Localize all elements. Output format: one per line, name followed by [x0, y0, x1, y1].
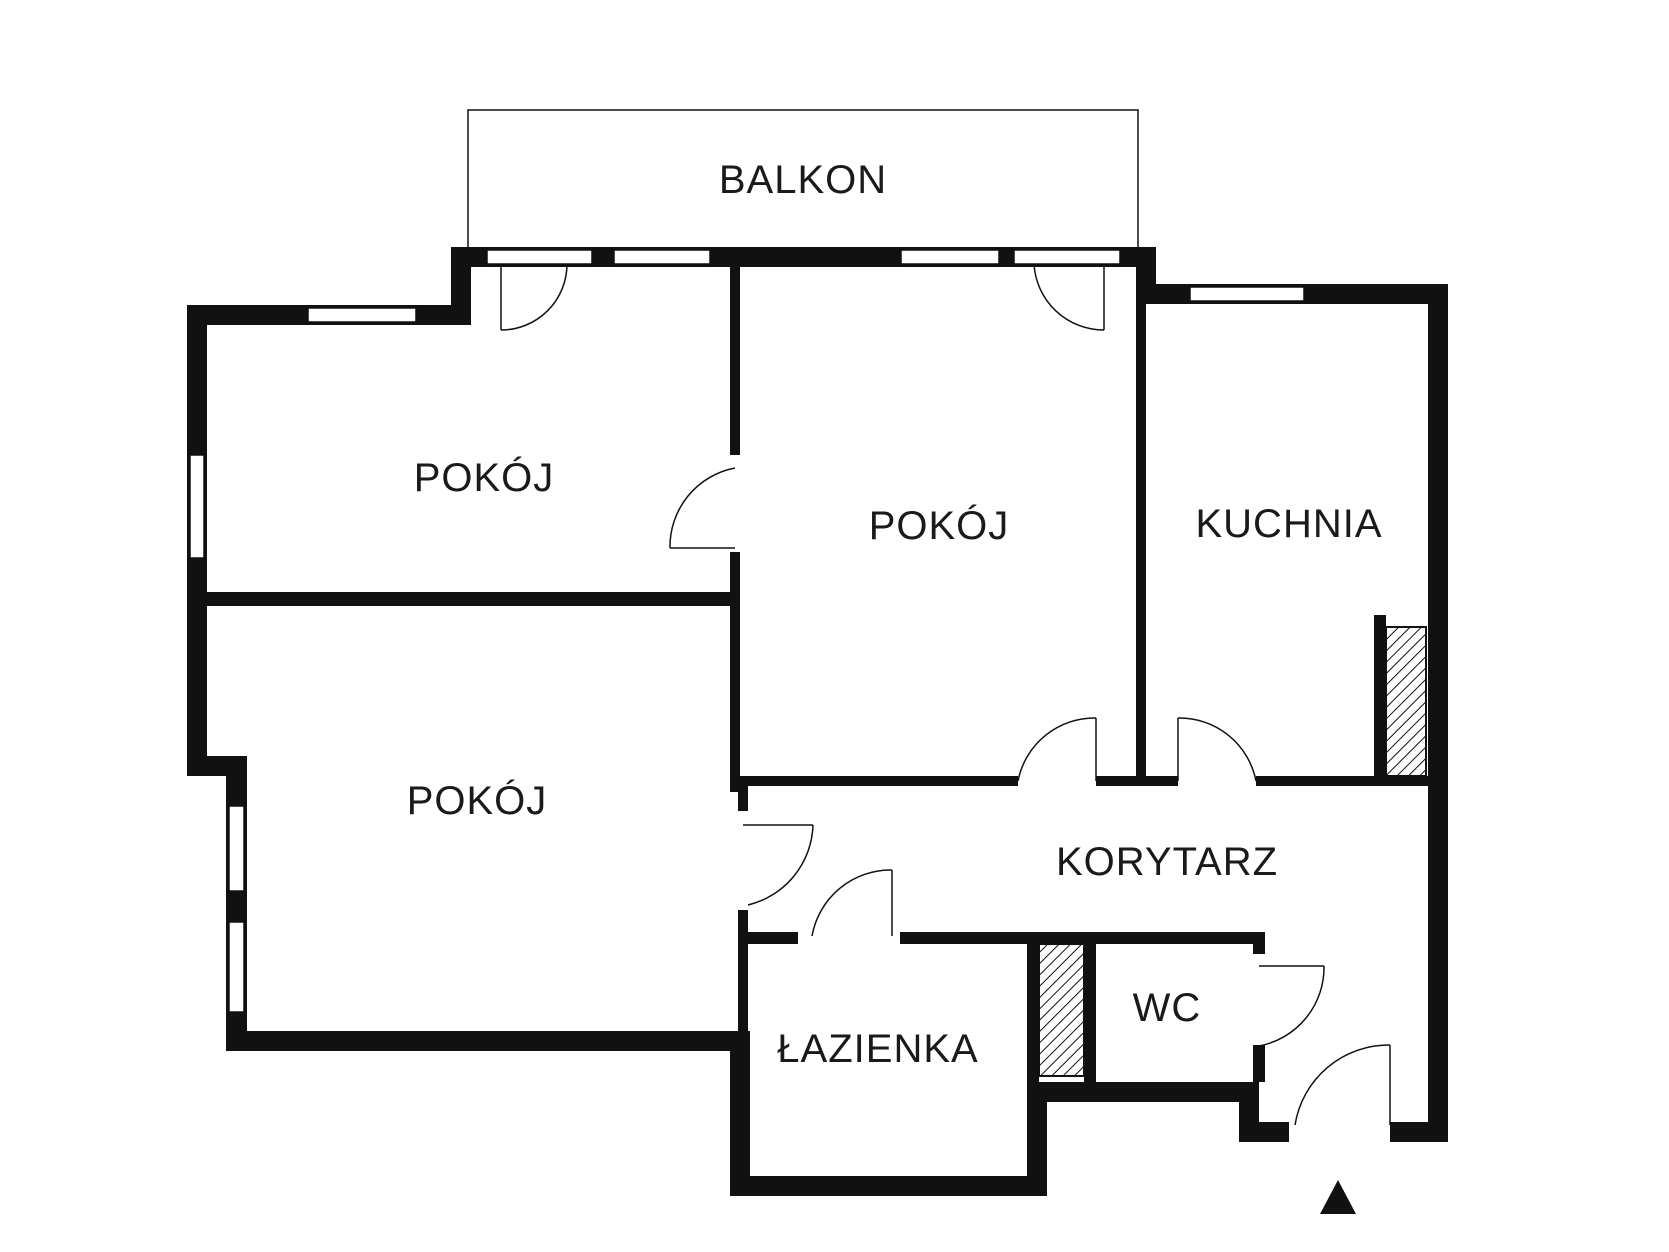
room-label-korytarz: KORYTARZ [1056, 840, 1278, 884]
room-label-wc: WC [1133, 986, 1202, 1030]
ventilation-shaft-bathroom [1038, 943, 1085, 1077]
room-label-balkon: BALKON [719, 158, 887, 202]
doors [500, 263, 1391, 1126]
entrance-arrow-icon [1320, 1180, 1356, 1214]
room-label-kuchnia: KUCHNIA [1195, 502, 1382, 546]
interior-walls [207, 267, 1448, 1082]
room-label-pokoj-bottom-left: POKÓJ [407, 778, 548, 823]
ventilation-shaft-kitchen [1385, 626, 1427, 777]
room-label-lazienka: ŁAZIENKA [777, 1027, 978, 1071]
windows [189, 249, 1305, 1013]
room-label-pokoj-top-left: POKÓJ [414, 455, 555, 500]
room-label-pokoj-center: POKÓJ [869, 503, 1010, 548]
